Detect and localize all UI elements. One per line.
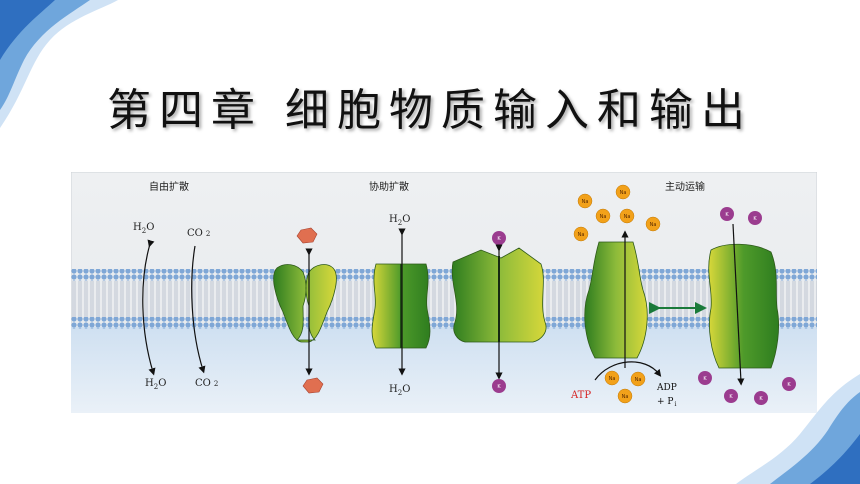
svg-text:H2O: H2O — [145, 378, 166, 391]
svg-text:H2O: H2O — [133, 222, 154, 235]
na-ion: Na — [645, 216, 661, 232]
k-ion-channel-bottom: K — [492, 379, 506, 393]
k-ion: K — [698, 371, 712, 385]
na-ion: Na — [615, 184, 631, 200]
corner-decoration-top-left — [0, 0, 118, 128]
svg-text:Na: Na — [624, 214, 631, 220]
label-active-transport: 主动运输 — [665, 180, 705, 193]
na-k-pump-outward — [584, 241, 648, 359]
svg-text:Na: Na — [650, 222, 657, 228]
svg-text:Na: Na — [578, 232, 585, 238]
svg-text:K: K — [497, 384, 501, 390]
svg-text:CO2: CO2 — [187, 228, 210, 239]
h2o-channel-top-label: H2O — [389, 214, 410, 227]
svg-text:Na: Na — [600, 214, 607, 220]
svg-text:K: K — [703, 376, 707, 382]
k-ion: K — [748, 211, 762, 225]
svg-text:H2O: H2O — [389, 214, 410, 227]
svg-text:Na: Na — [620, 190, 627, 196]
na-ion: Na — [595, 208, 611, 224]
solute-molecule-top — [296, 227, 318, 244]
k-ion: K — [720, 207, 734, 221]
h2o-channel-bottom-label: H2O — [389, 384, 410, 397]
svg-text:H2O: H2O — [389, 384, 410, 397]
na-ion: Na — [577, 193, 593, 209]
atp-label: ATP — [570, 390, 591, 401]
h2o-bottom-label: H2O — [145, 378, 166, 391]
svg-text:Na: Na — [582, 199, 589, 205]
na-ion: Na — [619, 208, 635, 224]
svg-text:K: K — [787, 382, 791, 388]
na-ion: Na — [604, 370, 620, 386]
h2o-top-label: H2O — [133, 222, 154, 235]
corner-decoration-bottom-right — [736, 374, 860, 484]
svg-text:K: K — [729, 394, 733, 400]
k-ion: K — [782, 377, 796, 391]
svg-text:K: K — [753, 216, 757, 222]
adp-label: ADP — [656, 383, 677, 393]
solute-molecule-bottom — [302, 377, 324, 394]
na-ion: Na — [630, 371, 646, 387]
na-ion: Na — [573, 226, 589, 242]
slide-title: 第四章 细胞物质输入和输出 — [107, 85, 753, 136]
svg-text:Na: Na — [622, 394, 629, 400]
k-ion: K — [754, 391, 768, 405]
pi-label: + Pi — [657, 397, 676, 408]
na-k-pump-inward — [708, 243, 779, 369]
k-ion-channel-top: K — [492, 231, 506, 245]
na-ion: Na — [617, 388, 633, 404]
svg-text:Na: Na — [635, 377, 642, 383]
co2-diffusion-arrow — [191, 245, 206, 374]
h2o-diffusion-arrow — [142, 239, 156, 376]
svg-text:Na: Na — [609, 376, 616, 382]
pump-arrow-down — [732, 223, 745, 386]
label-facilitated-diffusion: 协助扩散 — [369, 180, 409, 193]
svg-text:K: K — [725, 212, 729, 218]
phospholipid-bilayer — [71, 269, 817, 329]
svg-text:K: K — [759, 396, 763, 402]
svg-text:K: K — [497, 236, 501, 242]
svg-text:+ Pi: + Pi — [657, 397, 676, 408]
svg-text:CO2: CO2 — [195, 378, 218, 389]
k-ion: K — [724, 389, 738, 403]
atp-hydrolysis-arrow — [594, 361, 662, 381]
label-simple-diffusion: 自由扩散 — [149, 180, 189, 193]
